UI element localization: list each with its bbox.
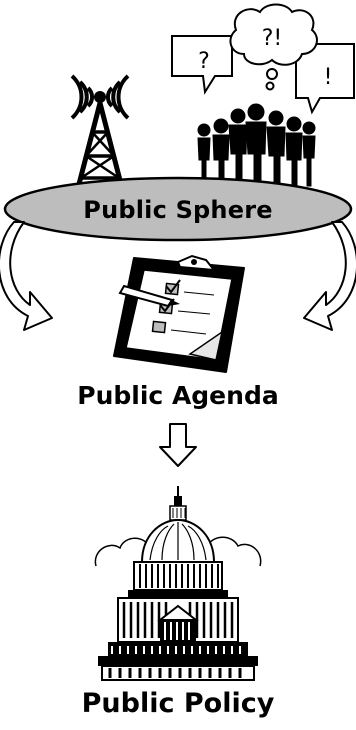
speech-bubble-question: ? [171,35,233,95]
public-policy-label: Public Policy [81,688,275,719]
capitol-building-icon [94,486,262,681]
down-arrow-icon [159,423,197,467]
curved-arrow-icon-left [0,221,53,331]
person-6 [285,116,303,191]
bubble-question-text: ? [198,49,210,74]
curved-arrow-icon-right [303,221,356,331]
public-agenda-label: Public Agenda [77,381,279,410]
public-sphere-ellipse [3,176,353,242]
person-5 [266,110,286,193]
clipboard-checklist-icon [113,254,245,373]
bubble-thought-text: ?! [262,26,283,51]
person-1 [197,123,211,187]
person-4 [245,103,267,197]
person-7 [302,121,316,187]
thought-bubble: ?! [229,3,318,91]
bubble-exclaim-text: ! [324,65,333,90]
public-sphere-label: Public Sphere [83,196,273,224]
radio-tower-icon [70,74,130,189]
speech-bubble-exclaim: ! [295,43,355,115]
